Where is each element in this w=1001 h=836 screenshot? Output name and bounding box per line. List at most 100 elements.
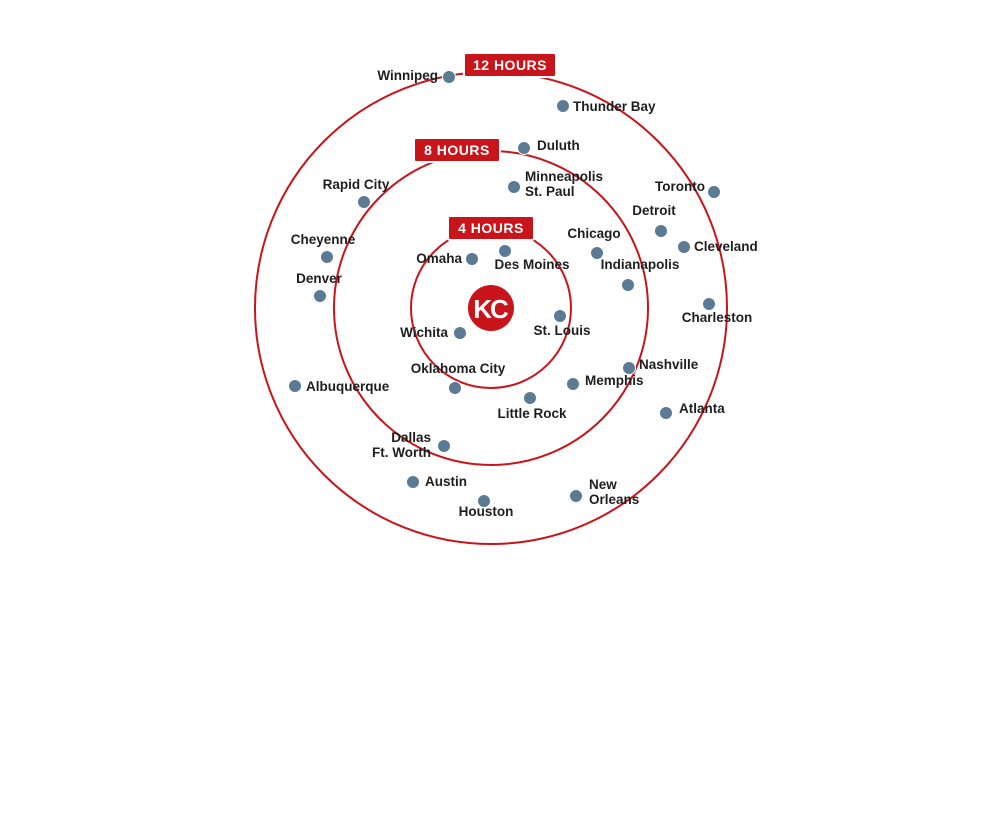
city-memphis: Memphis xyxy=(566,373,644,391)
city-dot xyxy=(622,361,636,375)
city-dot xyxy=(465,252,479,266)
city-label-line: Des Moines xyxy=(494,257,569,272)
city-label: Cheyenne xyxy=(291,232,356,247)
ring-12-tag-label: 12 HOURS xyxy=(473,57,547,73)
city-label-line: Minneapolis xyxy=(525,169,603,184)
city-label: Atlanta xyxy=(679,401,725,416)
ring-8-tag-label: 8 HOURS xyxy=(424,142,490,158)
kc-center-circle xyxy=(468,285,514,331)
city-dot xyxy=(453,326,467,340)
ring-8-tag: 8 HOURS xyxy=(413,137,501,163)
city-label-line: Oklahoma City xyxy=(411,361,506,376)
city-toronto: Toronto xyxy=(655,179,721,199)
city-label-line: Duluth xyxy=(537,138,580,153)
city-dot xyxy=(659,406,673,420)
city-cleveland: Cleveland xyxy=(677,239,758,254)
city-label-line: Houston xyxy=(459,504,514,519)
city-label-line: St. Louis xyxy=(534,323,591,338)
city-label: Detroit xyxy=(632,203,676,218)
city-indianapolis: Indianapolis xyxy=(601,257,680,292)
city-dot xyxy=(590,246,604,260)
city-wichita: Wichita xyxy=(400,325,467,340)
city-dot xyxy=(677,240,691,254)
city-label: Indianapolis xyxy=(601,257,680,272)
city-little-rock: Little Rock xyxy=(497,391,567,421)
city-winnipeg: Winnipeg xyxy=(377,68,456,84)
city-dot xyxy=(621,278,635,292)
city-dot xyxy=(569,489,583,503)
city-label-line: Omaha xyxy=(416,251,462,266)
city-label-line: Charleston xyxy=(682,310,753,325)
city-label: Chicago xyxy=(567,226,620,241)
city-st-louis: St. Louis xyxy=(534,309,591,338)
ring-4-tag-background xyxy=(447,215,535,241)
city-dot xyxy=(477,494,491,508)
city-dot xyxy=(654,224,668,238)
city-albuquerque: Albuquerque xyxy=(288,379,390,394)
city-chicago: Chicago xyxy=(567,226,621,260)
city-label: Memphis xyxy=(585,373,644,388)
city-austin: Austin xyxy=(406,474,467,489)
city-oklahoma-city: Oklahoma City xyxy=(411,361,506,395)
city-label: Thunder Bay xyxy=(573,99,656,114)
city-label-line: Denver xyxy=(296,271,343,286)
city-label: Albuquerque xyxy=(306,379,390,394)
city-label: Charleston xyxy=(682,310,753,325)
city-label: Nashville xyxy=(639,357,699,372)
ring-8-tag-background xyxy=(413,137,501,163)
city-dot xyxy=(498,244,512,258)
city-thunder-bay: Thunder Bay xyxy=(556,99,656,114)
city-label-line: Dallas xyxy=(391,430,431,445)
city-omaha: Omaha xyxy=(416,251,479,266)
city-label: Toronto xyxy=(655,179,705,194)
ring-4-tag: 4 HOURS xyxy=(447,215,535,241)
city-label: Denver xyxy=(296,271,343,286)
city-label-line: Indianapolis xyxy=(601,257,680,272)
city-label-line: New xyxy=(589,477,617,492)
city-label-line: Winnipeg xyxy=(377,68,438,83)
city-label-line: St. Paul xyxy=(525,184,575,199)
city-detroit: Detroit xyxy=(632,203,676,238)
city-dot xyxy=(406,475,420,489)
city-label: Duluth xyxy=(537,138,580,153)
city-houston: Houston xyxy=(459,494,514,519)
city-dot xyxy=(448,381,462,395)
city-duluth: Duluth xyxy=(517,138,580,155)
city-label-line: Rapid City xyxy=(323,177,390,192)
city-label: St. Louis xyxy=(534,323,591,338)
city-label: Houston xyxy=(459,504,514,519)
city-dot xyxy=(553,309,567,323)
city-dot xyxy=(507,180,521,194)
city-label: Omaha xyxy=(416,251,462,266)
city-dot xyxy=(556,99,570,113)
city-dot xyxy=(523,391,537,405)
city-dot xyxy=(437,439,451,453)
city-rapid-city: Rapid City xyxy=(323,177,390,209)
city-dot xyxy=(357,195,371,209)
city-label-line: Albuquerque xyxy=(306,379,390,394)
city-atlanta: Atlanta xyxy=(659,401,725,420)
city-label-line: Atlanta xyxy=(679,401,725,416)
ring-tags-layer: 4 HOURS 8 HOURS 12 HOURS xyxy=(413,52,557,241)
city-label: Des Moines xyxy=(494,257,569,272)
city-dot xyxy=(707,185,721,199)
city-denver: Denver xyxy=(296,271,343,303)
city-label: Little Rock xyxy=(497,406,567,421)
city-dot xyxy=(313,289,327,303)
city-label-line: Chicago xyxy=(567,226,620,241)
city-label-line: Cheyenne xyxy=(291,232,356,247)
city-des-moines: Des Moines xyxy=(494,244,570,272)
city-dot xyxy=(442,70,456,84)
city-dot xyxy=(566,377,580,391)
ring-12-tag-background xyxy=(463,52,557,78)
city-dot xyxy=(702,297,716,311)
ring-12-tag: 12 HOURS xyxy=(463,52,557,78)
city-nashville: Nashville xyxy=(622,357,699,375)
city-dot xyxy=(288,379,302,393)
city-label-line: Thunder Bay xyxy=(573,99,656,114)
